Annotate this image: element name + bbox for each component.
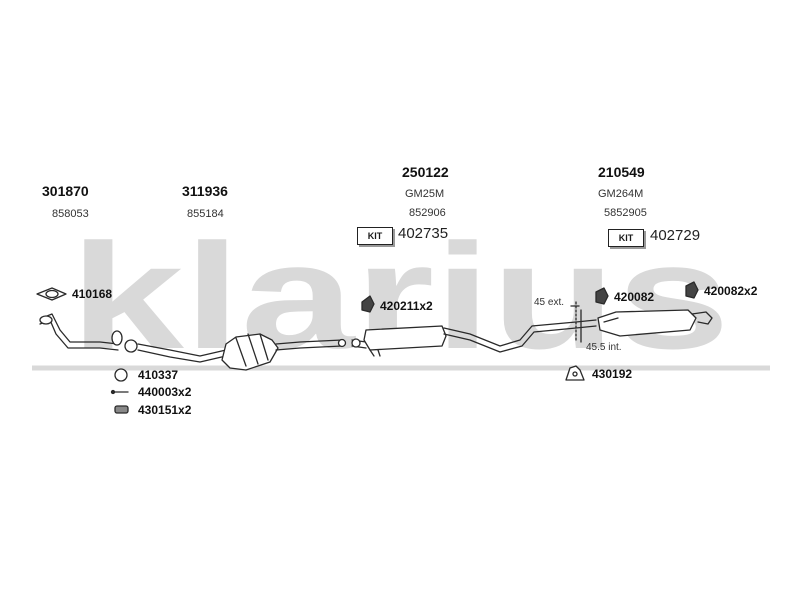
- gasket-410168-icon: [36, 287, 67, 301]
- part-410168: 410168: [72, 287, 113, 301]
- clamp-430151-icon: [114, 405, 129, 414]
- kit-number-402729: 402729: [650, 227, 701, 244]
- assembly-code-210549: 210549: [598, 164, 645, 180]
- assembly-code-311936: 311936: [182, 183, 228, 199]
- assembly-ref-301870: 858053: [52, 208, 89, 220]
- assembly-sub-250122: GM25M: [405, 188, 445, 200]
- assembly-ref-210549: 5852905: [604, 207, 647, 219]
- assembly-sub-210549: GM264M: [598, 188, 644, 200]
- dimension-ext: 45 ext.: [534, 297, 565, 308]
- assembly-code-250122: 250122: [402, 164, 449, 180]
- hanger-420082-icon: [595, 287, 609, 305]
- middle-silencer: [351, 321, 577, 357]
- part-440003x2: 440003x2: [138, 385, 192, 399]
- part-420082x2: 420082x2: [704, 284, 758, 298]
- ring-410337-icon: [114, 368, 128, 382]
- part-420211x2: 420211x2: [380, 299, 433, 313]
- catalytic-converter: [137, 333, 347, 371]
- ring-icon: [124, 339, 138, 353]
- rear-silencer: [575, 309, 713, 337]
- kit-number-402735: 402735: [398, 225, 449, 242]
- dimension-int: 45.5 int.: [586, 342, 622, 353]
- assembly-ref-250122: 852906: [409, 207, 446, 219]
- dimension-marks: [570, 301, 582, 343]
- part-410337: 410337: [138, 368, 179, 382]
- part-430151x2: 430151x2: [138, 403, 192, 417]
- bracket-430192-icon: [565, 365, 585, 381]
- kit-badge-402735: KIT: [357, 227, 393, 245]
- assembly-code-301870: 301870: [42, 183, 89, 199]
- part-430192: 430192: [592, 367, 633, 381]
- kit-badge-402729: KIT: [608, 229, 644, 247]
- assembly-ref-311936: 855184: [187, 208, 224, 220]
- hanger-420082x2-icon: [685, 281, 699, 299]
- pipe-clamp-icon: [111, 330, 123, 346]
- hanger-420211-icon: [361, 295, 375, 313]
- front-pipe: [39, 313, 119, 351]
- bolt-440003-icon: [110, 389, 129, 395]
- part-420082: 420082: [614, 290, 655, 304]
